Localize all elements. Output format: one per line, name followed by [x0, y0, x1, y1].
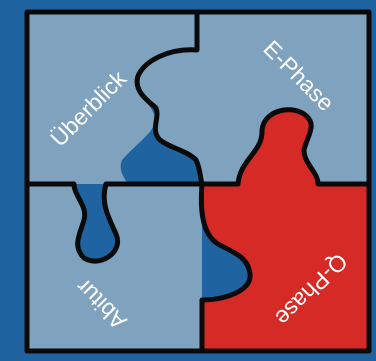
puzzle-outlines	[24, 9, 372, 354]
puzzle-piece-abitur[interactable]	[27, 184, 202, 351]
puzzle-piece-ueberblick[interactable]	[27, 12, 197, 184]
puzzle-piece-e-phase[interactable]	[137, 12, 369, 184]
